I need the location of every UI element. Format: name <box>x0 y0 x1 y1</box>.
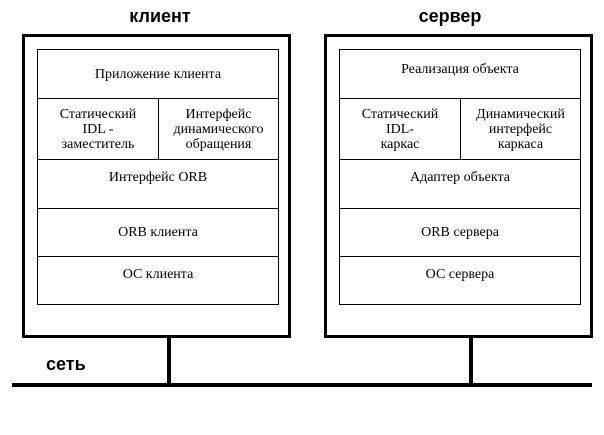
client-stack: Приложение клиента Статический IDL - зам… <box>37 49 279 305</box>
server-network-link <box>469 338 473 384</box>
server-dynamic-skeleton: Динамический интерфейс каркаса <box>460 99 580 159</box>
client-orb-interface-layer: Интерфейс ORB <box>38 159 278 208</box>
client-app-layer: Приложение клиента <box>94 66 222 82</box>
server-stack: Реализация объекта Статический IDL- карк… <box>339 49 581 305</box>
client-node: Приложение клиента Статический IDL - зам… <box>22 34 291 338</box>
server-orb-layer: ORB сервера <box>340 208 580 256</box>
server-app-layer: Реализация объекта <box>401 61 519 77</box>
client-orb-layer: ORB клиента <box>38 208 278 256</box>
server-os-layer: ОС сервера <box>340 256 580 304</box>
client-heading: клиент <box>129 6 191 26</box>
client-os-layer: ОС клиента <box>38 256 278 304</box>
network-bus <box>12 383 592 387</box>
server-node: Реализация объекта Статический IDL- карк… <box>324 34 593 338</box>
client-dynamic-invocation: Интерфейс динамического обращения <box>158 99 278 159</box>
client-interfaces-row: Статический IDL - заместитель Интерфейс … <box>38 98 278 159</box>
server-static-skeleton: Статический IDL- каркас <box>361 106 439 152</box>
client-network-link <box>167 338 171 384</box>
client-static-stub: Статический IDL - заместитель <box>59 106 137 152</box>
server-adapter-layer: Адаптер объекта <box>340 159 580 208</box>
network-label: сеть <box>46 354 86 374</box>
server-heading: сервер <box>418 6 482 26</box>
server-interfaces-row: Статический IDL- каркас Динамический инт… <box>340 98 580 159</box>
